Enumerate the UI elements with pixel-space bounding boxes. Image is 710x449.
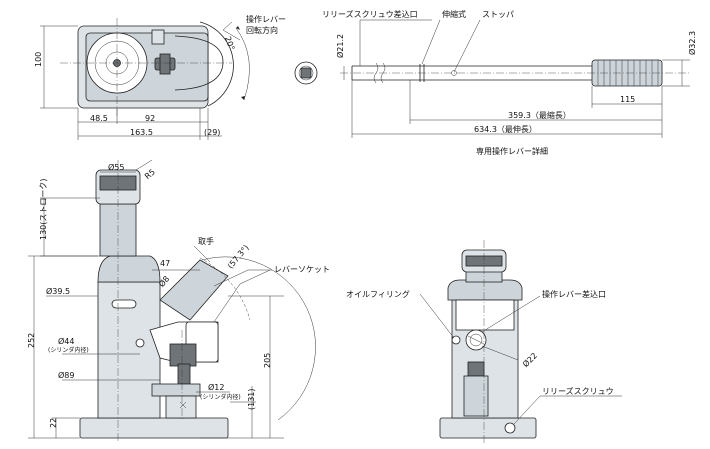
release-screw-label: リリーズスクリュウ [542, 386, 614, 396]
label-release-slot: リリーズスクリュウ差込口 [322, 9, 418, 19]
dim-47: 47 [160, 259, 170, 268]
dia-21-2: Ø21.2 [335, 34, 345, 58]
front-view: Ø55 R5 130(ストローク) 取手 47 (57.3°) レバーソケット … [27, 159, 330, 442]
handle-label: 取手 [198, 236, 214, 246]
label-telescopic: 伸縮式 [442, 9, 466, 19]
dia-12: Ø12 [208, 382, 224, 392]
cyl-inner-1: (シリンダ内径) [48, 346, 89, 354]
rotation-label-2: 回転方向 [246, 25, 278, 35]
lever-detail: リリーズスクリュウ差込口 伸縮式 ストッパ Ø21.2 Ø32.3 115 35… [294, 9, 697, 156]
r5: R5 [143, 167, 157, 181]
lever-insert-label: 操作レバー差込口 [542, 289, 606, 299]
dim-29: (29) [204, 128, 220, 137]
cyl-inner-2: (シリンダ内径) [200, 393, 241, 401]
dia-55: Ø55 [108, 162, 124, 172]
dim-22: 22 [49, 418, 58, 428]
dim-163-5: 163.5 [130, 128, 153, 137]
dia-39-5: Ø39.5 [46, 286, 70, 296]
side-view: オイルフィリング 操作レバー差込口 Ø22 リリーズスクリュウ [346, 240, 622, 444]
dia-44: Ø44 [58, 336, 74, 346]
dia-22: Ø22 [520, 350, 539, 369]
top-view: 操作レバー 回転方向 20° 100 48.5 92 163.5 (29) [34, 14, 286, 140]
dim-longest: 634.3（最伸長） [474, 124, 537, 134]
dia-32-3: Ø32.3 [687, 31, 697, 55]
dim-205: 205 [263, 353, 272, 368]
dim-shortest: 359.3（最縮長） [508, 110, 571, 120]
dim-252: 252 [27, 333, 36, 348]
angle-20: 20° [223, 35, 236, 51]
lever-socket-label: レバーソケット [274, 265, 330, 274]
dim-92: 92 [145, 114, 155, 123]
stroke-130: 130(ストローク) [39, 178, 48, 240]
label-stopper: ストッパ [482, 10, 514, 19]
rotation-label-1: 操作レバー [246, 14, 286, 24]
lever-caption: 専用操作レバー詳細 [476, 146, 548, 156]
oil-filling-label: オイルフィリング [346, 289, 410, 299]
dim-115: 115 [620, 95, 635, 104]
dim-48-5: 48.5 [90, 114, 108, 123]
dim-131: (131) [247, 388, 256, 410]
dia-89: Ø89 [58, 370, 74, 380]
dim-height-100: 100 [34, 52, 43, 67]
